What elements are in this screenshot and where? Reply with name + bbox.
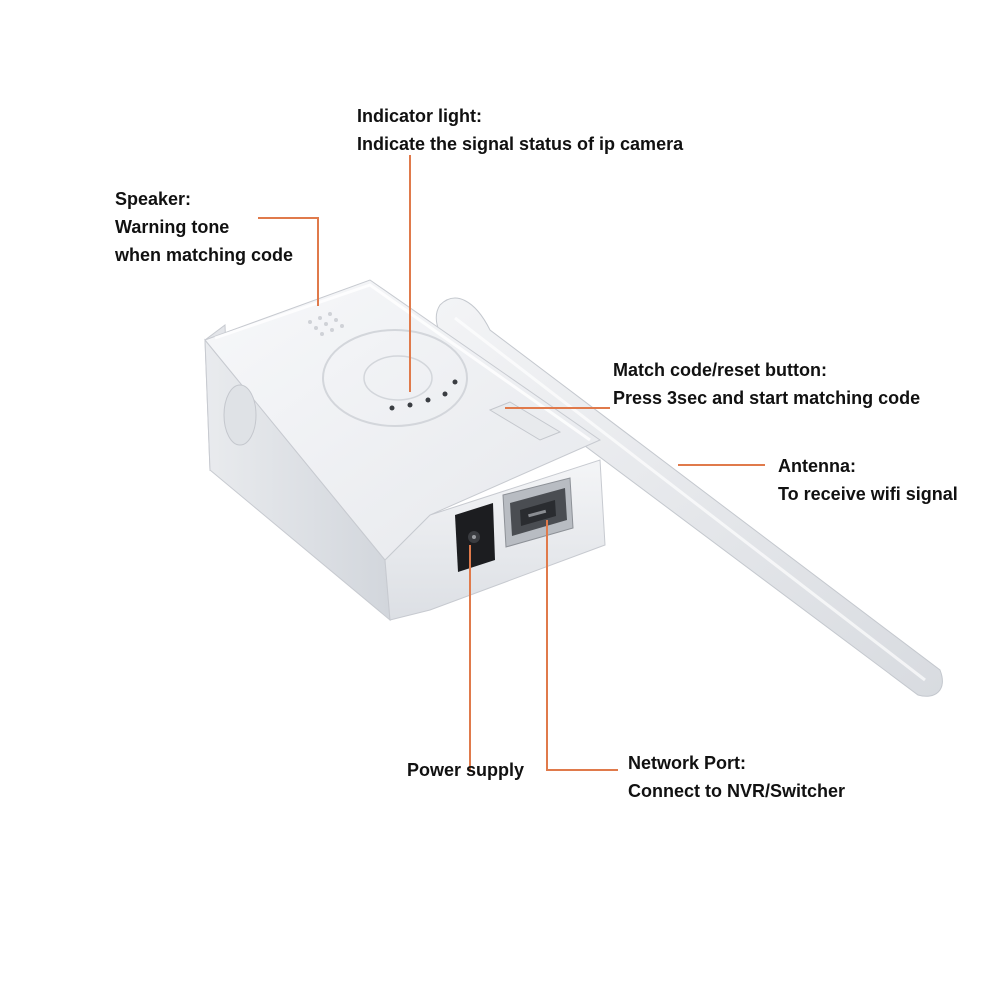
- callout-desc: To receive wifi signal: [778, 484, 958, 504]
- callout-title: Indicator light:: [357, 106, 482, 126]
- callout-title: Speaker:: [115, 189, 192, 209]
- callout-desc: Connect to NVR/Switcher: [628, 781, 846, 801]
- callout-speaker: Speaker: Warning tone when matching code: [115, 185, 293, 269]
- callout-title: Match code/reset button:: [613, 360, 828, 380]
- callout-desc-line2: when matching code: [115, 245, 294, 265]
- reset-button: [488, 401, 562, 441]
- callout-desc: Indicate the signal status of ip camera: [357, 134, 684, 154]
- callout-title: Power supply: [407, 760, 525, 780]
- callout-match-code: Match code/reset button: Press 3sec and …: [613, 356, 920, 412]
- callout-antenna: Antenna: To receive wifi signal: [778, 452, 958, 508]
- callout-power-supply: Power supply: [407, 756, 524, 784]
- speaker-leader: [258, 217, 319, 306]
- leader-lines: [258, 155, 765, 772]
- callout-desc-line1: Warning tone: [115, 217, 230, 237]
- network-port: [502, 477, 574, 548]
- callout-network-port: Network Port: Connect to NVR/Switcher: [628, 749, 845, 805]
- indicator-leds: [389, 379, 458, 411]
- network-leader: [546, 520, 618, 771]
- callout-indicator-light: Indicator light: Indicate the signal sta…: [357, 102, 683, 158]
- speaker-grille: [308, 312, 344, 336]
- callout-title: Network Port:: [628, 753, 747, 773]
- device-body: [204, 279, 606, 622]
- power-jack: [455, 503, 495, 572]
- callout-desc: Press 3sec and start matching code: [613, 388, 921, 408]
- callout-title: Antenna:: [778, 456, 856, 476]
